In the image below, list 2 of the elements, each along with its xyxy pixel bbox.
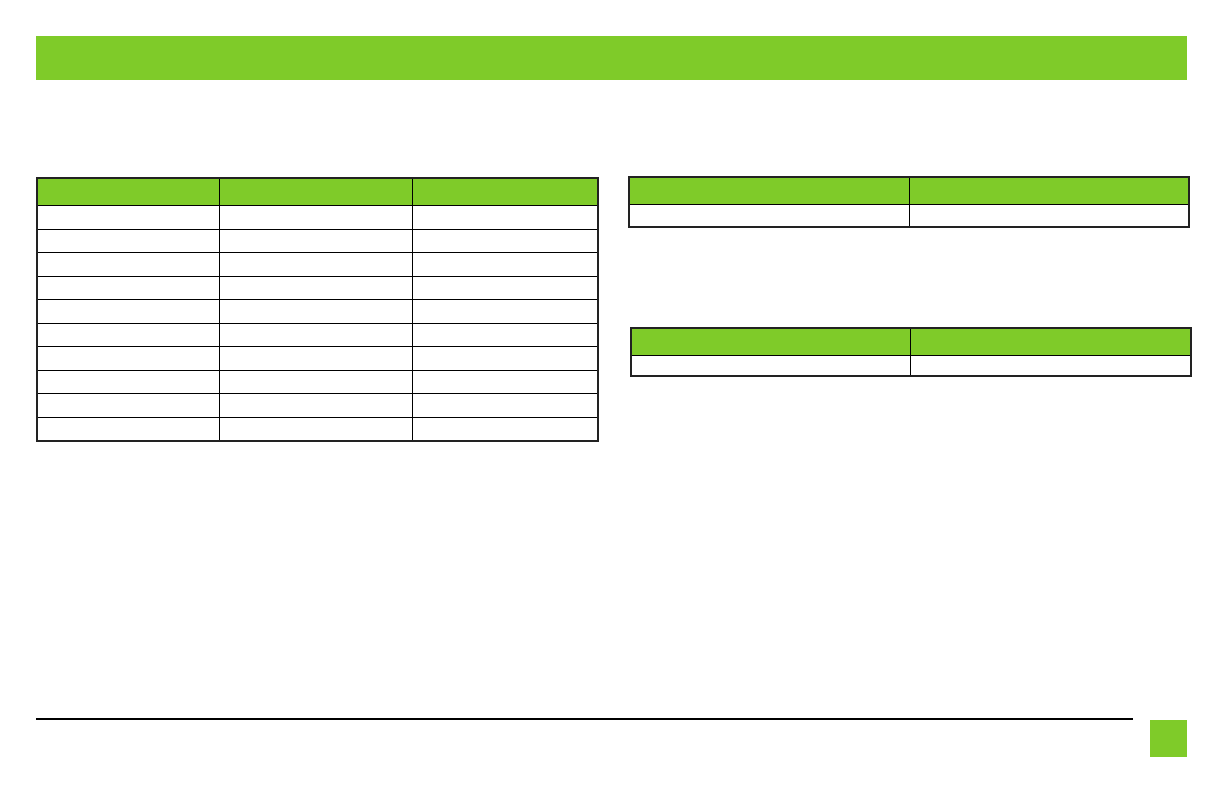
page-number-box bbox=[1150, 720, 1187, 757]
header-banner bbox=[36, 36, 1187, 80]
